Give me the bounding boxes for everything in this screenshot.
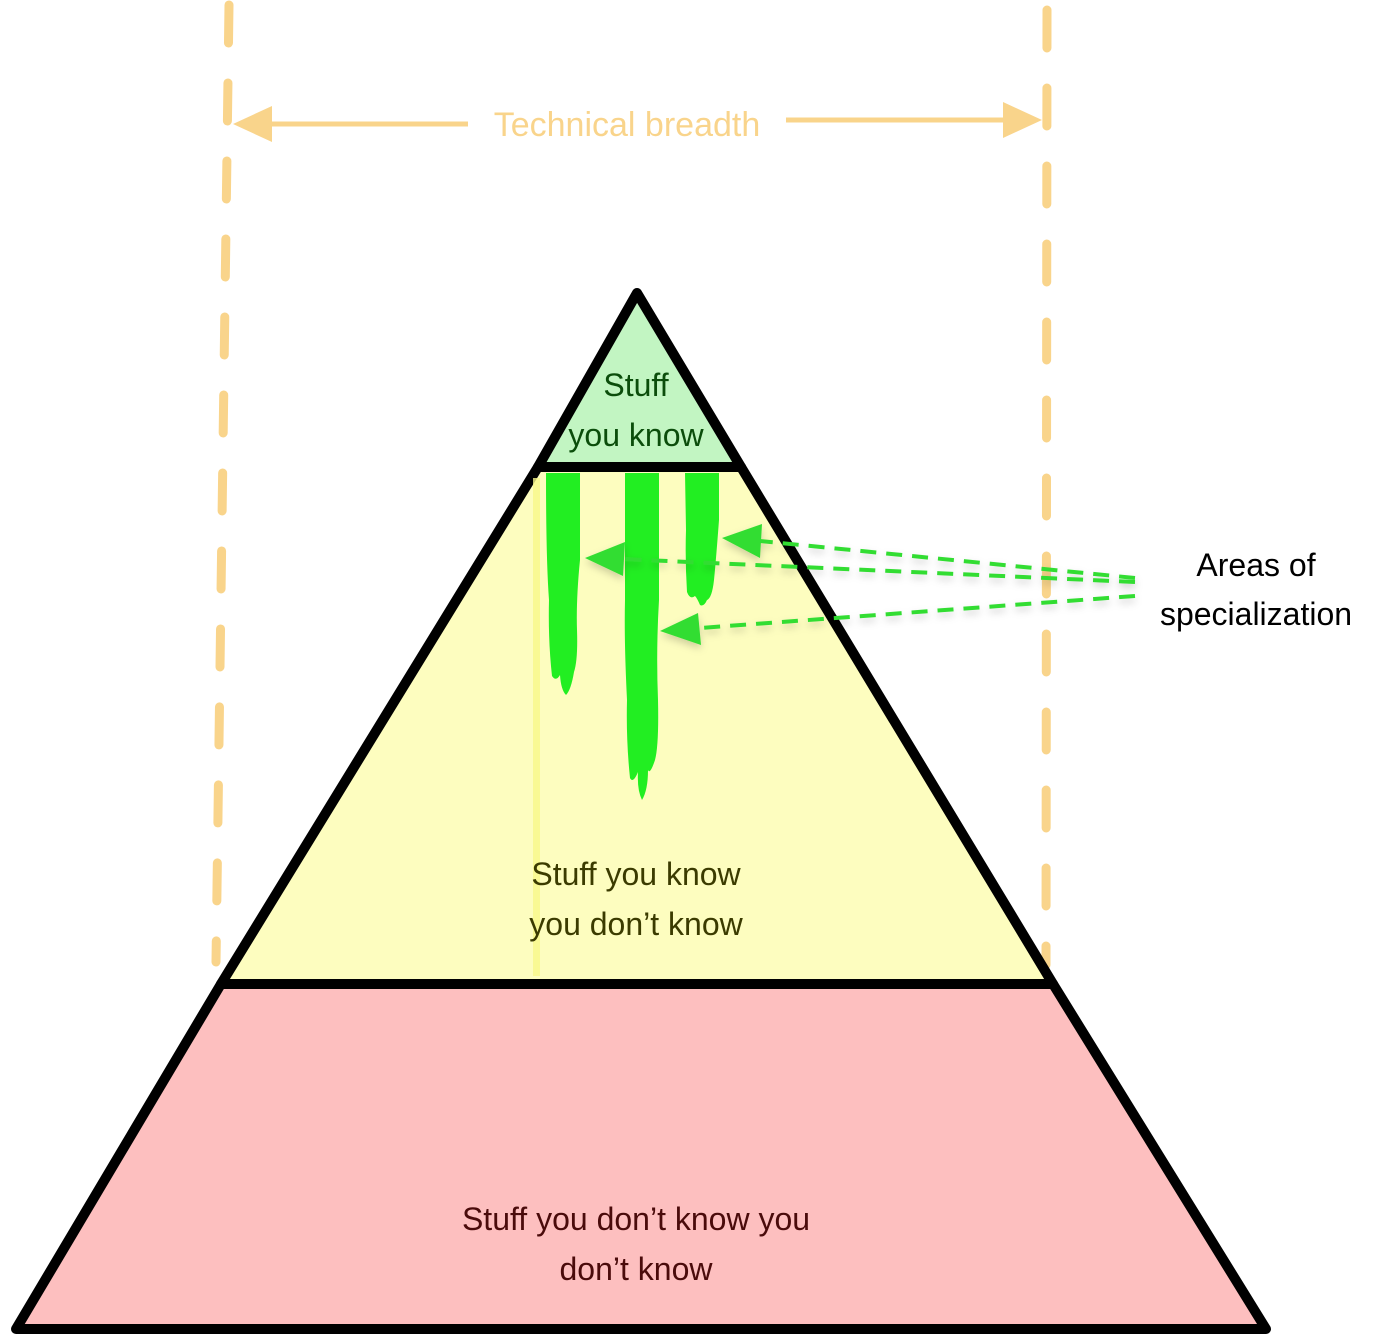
middle-section-label-line1: Stuff you know (531, 856, 741, 892)
areas-of-specialization-label-line2: specialization (1160, 596, 1352, 632)
bottom-section-label-line1: Stuff you don’t know you (462, 1201, 810, 1237)
middle-section-label-line2: you don’t know (529, 906, 743, 942)
specialization-drip-left (546, 473, 580, 695)
specialization-drip-middle (624, 473, 659, 800)
breadth-arrow (233, 102, 1042, 142)
top-section-label-line1: Stuff (603, 367, 668, 403)
specialization-areas (546, 473, 719, 800)
middle-section-highlight (533, 478, 540, 976)
pyramid-top-section (533, 288, 746, 472)
top-section-label-line2: you know (568, 417, 704, 453)
areas-of-specialization-label-line1: Areas of (1196, 547, 1315, 583)
specialization-arrows (585, 524, 1136, 645)
breadth-guide-right (1041, 5, 1052, 970)
technical-breadth-label: Technical breadth (494, 106, 761, 144)
breadth-guide-left (211, 0, 234, 967)
specialization-drip-right (685, 473, 719, 606)
bottom-section-label-line2: don’t know (560, 1251, 714, 1287)
